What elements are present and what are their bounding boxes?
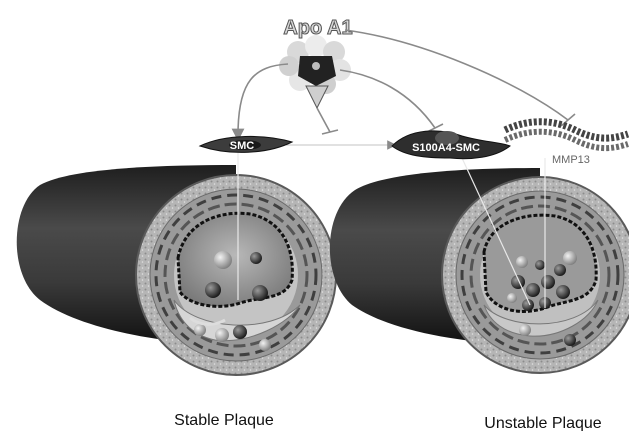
mmp13-label: MMP13 bbox=[552, 154, 590, 166]
stable-plaque-caption: Stable Plaque bbox=[174, 412, 274, 429]
apoa1-label: Apo A1 bbox=[283, 17, 352, 39]
apoa1-tail bbox=[306, 86, 328, 108]
inhibit-apoa1-to-mmp13 bbox=[345, 30, 568, 120]
unstable-vessel bbox=[330, 168, 629, 373]
stable-vessel bbox=[17, 165, 336, 375]
arrow-apoa1-to-smc bbox=[238, 64, 288, 135]
apoa1-molecule bbox=[279, 35, 351, 108]
unstable-plaque-caption: Unstable Plaque bbox=[484, 415, 602, 431]
mmp13-fiber bbox=[505, 122, 628, 148]
inhibit-apoa1-to-core bbox=[317, 108, 330, 132]
smc-label: SMC bbox=[230, 140, 255, 152]
s100a4-smc-label: S100A4-SMC bbox=[412, 142, 480, 154]
inhibit-apoa1-to-s100 bbox=[340, 70, 435, 128]
